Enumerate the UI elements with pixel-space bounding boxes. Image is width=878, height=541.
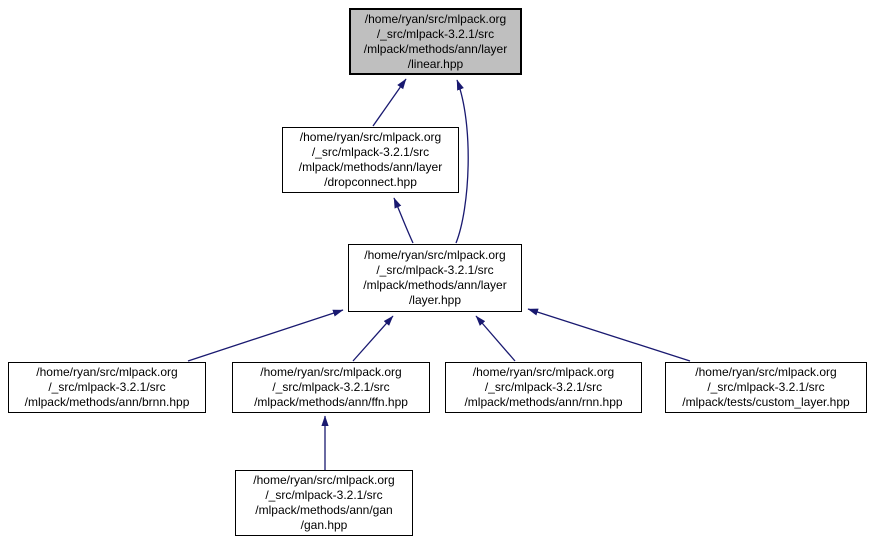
node-label-line: /mlpack/methods/ann/gan [255,503,393,517]
node-gan-hpp[interactable]: /home/ryan/src/mlpack.org /_src/mlpack-3… [235,470,413,536]
node-label-line: /_src/mlpack-3.2.1/src [707,380,825,394]
node-label-line: /_src/mlpack-3.2.1/src [376,263,494,277]
edge-layer-to-linear [455,79,469,244]
node-label-line: /_src/mlpack-3.2.1/src [484,380,603,394]
node-ffn-hpp[interactable]: /home/ryan/src/mlpack.org /_src/mlpack-3… [232,362,430,413]
node-label-line: /mlpack/tests/custom_layer.hpp [682,395,850,409]
node-label-line: /home/ryan/src/mlpack.org [364,248,506,262]
edge-custom-layer-to-layer [527,308,691,362]
node-label-line: /_src/mlpack-3.2.1/src [311,145,430,159]
node-label-line: /_src/mlpack-3.2.1/src [265,488,383,502]
node-label-line: /mlpack/methods/ann/layer [298,160,443,174]
node-label-line: /mlpack/methods/ann/rnn.hpp [464,395,623,409]
edge-brnn-to-layer [187,309,344,362]
node-label-line: /mlpack/methods/ann/brnn.hpp [24,395,190,409]
node-layer-hpp[interactable]: /home/ryan/src/mlpack.org /_src/mlpack-3… [348,244,522,312]
node-label-line: /home/ryan/src/mlpack.org [299,130,442,144]
node-label-line: /home/ryan/src/mlpack.org [36,365,178,379]
node-label-line: /mlpack/methods/ann/layer [363,41,508,56]
node-label-line: /home/ryan/src/mlpack.org [472,365,615,379]
edge-rnn-to-layer [475,315,516,362]
node-label-line: /dropconnect.hpp [324,175,417,189]
node-brnn-hpp[interactable]: /home/ryan/src/mlpack.org /_src/mlpack-3… [8,362,206,413]
edge-dropconnect-to-linear [372,78,407,127]
node-label-line: /_src/mlpack-3.2.1/src [272,380,390,394]
node-label-line: /home/ryan/src/mlpack.org [260,365,402,379]
node-label-line: /home/ryan/src/mlpack.org [253,473,395,487]
node-label-line: /home/ryan/src/mlpack.org [364,11,507,26]
node-label-line: /mlpack/methods/ann/layer [363,278,507,292]
node-label-line: /gan.hpp [300,518,348,532]
node-label-line: /home/ryan/src/mlpack.org [695,365,837,379]
node-dropconnect-hpp[interactable]: /home/ryan/src/mlpack.org /_src/mlpack-3… [282,127,459,193]
node-rnn-hpp[interactable]: /home/ryan/src/mlpack.org /_src/mlpack-3… [445,362,642,413]
node-label-line: /_src/mlpack-3.2.1/src [48,380,166,394]
node-label-line: /linear.hpp [407,56,464,71]
edge-layer-to-dropconnect [393,197,414,244]
node-custom-layer-hpp[interactable]: /home/ryan/src/mlpack.org /_src/mlpack-3… [665,362,867,413]
edge-ffn-to-layer [352,315,394,362]
node-linear-hpp: /home/ryan/src/mlpack.org /_src/mlpack-3… [349,8,522,75]
node-label-line: /layer.hpp [408,293,462,307]
node-label-line: /_src/mlpack-3.2.1/src [376,26,495,41]
node-label-line: /mlpack/methods/ann/ffn.hpp [254,395,408,409]
